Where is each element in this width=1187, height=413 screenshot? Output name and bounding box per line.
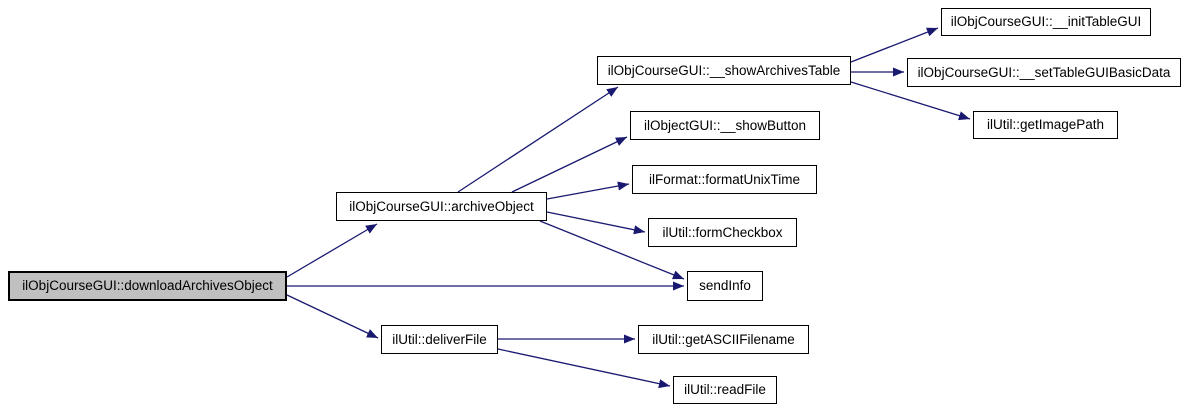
edge-showArchivesTable-initTableGUI <box>850 27 939 63</box>
node-ilObjCourseGUI-setTableGUIBasicData[interactable]: ilObjCourseGUI::__setTableGUIBasicData <box>907 58 1181 87</box>
node-ilUtil-readFile[interactable]: ilUtil::readFile <box>673 376 777 404</box>
edge-archiveObject-formCheckbox <box>546 211 646 235</box>
node-ilFormat-formatUnixTime[interactable]: ilFormat::formatUnixTime <box>632 165 817 194</box>
edge-archiveObject-showButton <box>511 136 628 193</box>
node-ilUtil-deliverFile[interactable]: ilUtil::deliverFile <box>381 325 498 354</box>
edge-archiveObject-showArchivesTable <box>457 86 619 193</box>
node-ilObjCourseGUI-showArchivesTable[interactable]: ilObjCourseGUI::__showArchivesTable <box>597 56 851 85</box>
node-ilUtil-getASCIIFilename[interactable]: ilUtil::getASCIIFilename <box>638 325 809 354</box>
node-ilObjCourseGUI-archiveObject[interactable]: ilObjCourseGUI::archiveObject <box>336 192 547 221</box>
node-sendInfo[interactable]: sendInfo <box>687 271 763 301</box>
node-ilObjectGUI-showButton[interactable]: ilObjectGUI::__showButton <box>630 111 820 140</box>
edge-archiveObject-formatUnixTime <box>546 181 630 200</box>
edge-deliverFile-readFile <box>497 348 671 389</box>
node-ilUtil-getImagePath[interactable]: ilUtil::getImagePath <box>973 111 1118 139</box>
node-ilObjCourseGUI-initTableGUI[interactable]: ilObjCourseGUI::__initTableGUI <box>941 8 1151 36</box>
edge-showArchivesTable-getImagePath <box>850 81 971 121</box>
edge-downloadArchivesObject-deliverFile <box>286 294 379 339</box>
edge-downloadArchivesObject-archiveObject <box>286 223 378 278</box>
node-ilUtil-formCheckbox[interactable]: ilUtil::formCheckbox <box>648 218 797 247</box>
node-ilObjCourseGUI-downloadArchivesObject[interactable]: ilObjCourseGUI::downloadArchivesObject <box>8 271 287 301</box>
